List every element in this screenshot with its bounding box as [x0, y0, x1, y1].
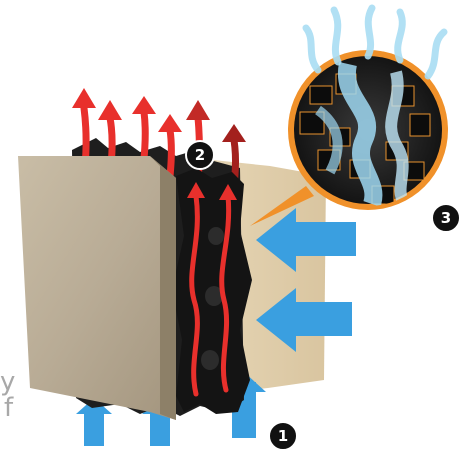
marker-3: 3 — [432, 204, 460, 232]
front-stone-panel — [18, 156, 176, 420]
edge-text-2: f — [4, 393, 14, 423]
hot-air-arrowheads — [72, 88, 246, 142]
marker-1-label: 1 — [278, 427, 288, 445]
marker-2: 2 — [186, 141, 214, 169]
marker-2-label: 2 — [195, 146, 205, 164]
magnifier-zoom-icon — [288, 50, 448, 210]
marker-3-label: 3 — [441, 209, 451, 227]
marker-1: 1 — [269, 422, 297, 450]
